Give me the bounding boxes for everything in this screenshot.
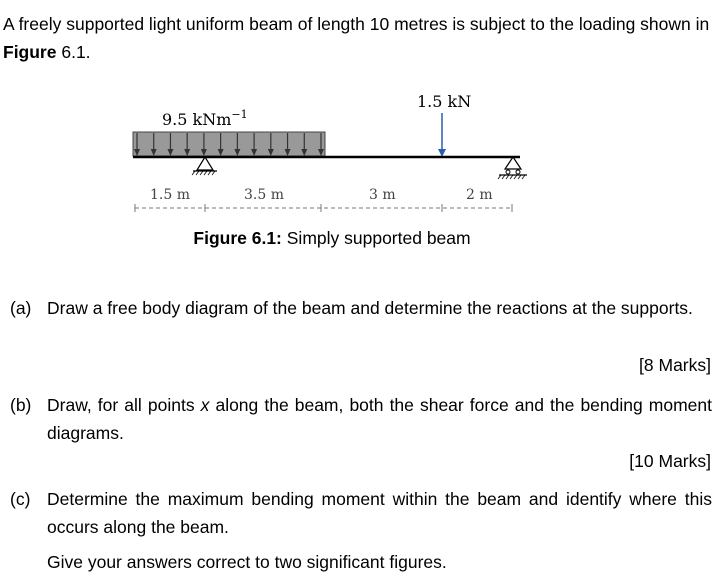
intro-text-before: A freely supported light uniform beam of… <box>3 14 710 34</box>
problem-intro: A freely supported light uniform beam of… <box>3 10 715 66</box>
figure-caption: Figure 6.1: Simply supported beam <box>0 228 664 249</box>
udl-arrow-head <box>134 149 140 156</box>
udl-arrow-head <box>318 149 324 156</box>
caption-text: Simply supported beam <box>281 228 471 248</box>
point-load-arrow-head <box>438 149 446 157</box>
intro-figure-word: Figure <box>3 42 57 62</box>
udl-label: 9.5 kNm−1 <box>162 108 248 129</box>
dimension-label-2: 3.5 m <box>244 187 284 203</box>
significant-figures-note: Give your answers correct to two signifi… <box>47 552 447 572</box>
udl-arrow-head <box>217 149 224 156</box>
dimension-ticks <box>134 204 513 212</box>
question-a: (a) Draw a free body diagram of the beam… <box>10 294 712 322</box>
question-b: (b) Draw, for all points x along the bea… <box>10 391 712 447</box>
caption-label: Figure 6.1: <box>193 228 282 248</box>
pin-support <box>191 155 217 176</box>
udl-arrow-head <box>167 149 174 156</box>
udl-arrow-head <box>267 149 274 156</box>
question-b-text-before: Draw, for all points <box>47 395 201 415</box>
udl-arrow-head <box>200 149 207 156</box>
dimension-label-1: 1.5 m <box>150 187 190 203</box>
udl-label-text: 9.5 kNm <box>162 110 231 129</box>
question-b-label: (b) <box>10 395 32 415</box>
question-b-text: Draw, for all points x along the beam, b… <box>47 391 712 447</box>
dimension-label-4: 2 m <box>466 187 493 203</box>
question-a-label: (a) <box>10 298 32 318</box>
question-b-variable: x <box>200 395 210 415</box>
intro-text-after: 6.1. <box>56 42 91 62</box>
question-c-text: Determine the maximum bending moment wit… <box>47 489 712 537</box>
question-a-text: Draw a free body diagram of the beam and… <box>47 298 693 318</box>
point-load-label: 1.5 kN <box>417 92 471 111</box>
dimension-label-3: 3 m <box>369 187 396 203</box>
roller-support <box>497 155 527 180</box>
udl-arrows <box>134 133 324 156</box>
question-a-marks: [8 Marks] <box>639 355 711 375</box>
beam-figure: 9.5 kNm−1 1.5 kN 1.5 m 3.5 m 3 m 2 m <box>0 85 719 260</box>
udl-arrow-head <box>301 149 308 156</box>
udl-label-exponent: −1 <box>231 108 247 121</box>
udl-load-block <box>132 131 326 157</box>
question-b-marks: [10 Marks] <box>629 451 711 471</box>
udl-arrow-head <box>284 149 291 156</box>
udl-arrow-head <box>150 149 157 156</box>
udl-arrow-head <box>251 149 258 156</box>
question-c: (c) Determine the maximum bending moment… <box>10 485 712 541</box>
udl-arrow-head <box>184 149 191 156</box>
udl-arrow-head <box>234 149 241 156</box>
question-b-text-after: along the beam, both the shear force and… <box>47 395 713 443</box>
beam-diagram: 9.5 kNm−1 1.5 kN 1.5 m 3.5 m 3 m 2 m <box>132 92 527 212</box>
question-c-label: (c) <box>10 489 31 509</box>
